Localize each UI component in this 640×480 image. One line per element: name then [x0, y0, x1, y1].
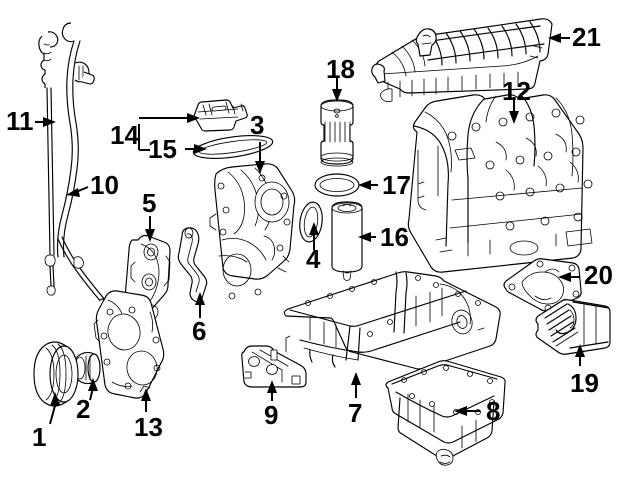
part-dipstick-guide-tube — [56, 22, 113, 316]
part-oil-cooler-gasket — [503, 258, 582, 312]
part-oil-filter-element — [331, 201, 363, 281]
part-cylinder-head-block — [407, 93, 593, 273]
part-oil-pump-pickup-baffle — [241, 345, 307, 388]
part-upper-oil-pan — [283, 271, 501, 370]
callout-label-3: 3 — [250, 110, 265, 140]
part-oil-level-sensor — [193, 99, 248, 132]
part-oil-filter-housing-cap — [320, 99, 354, 167]
callout-label-2: 2 — [76, 394, 91, 424]
callout-label-16: 16 — [380, 222, 409, 252]
callout-label-8: 8 — [486, 396, 501, 426]
part-oil-level-dipstick — [38, 31, 59, 296]
part-lower-oil-pan — [385, 360, 506, 466]
callout-label-18: 18 — [326, 54, 355, 84]
callout-label-15: 15 — [148, 134, 177, 164]
part-engine-oil-cooler — [535, 298, 611, 355]
callout-label-20: 20 — [584, 260, 613, 290]
callout-label-7: 7 — [348, 398, 363, 428]
callout-label-4: 4 — [306, 244, 321, 274]
part-oil-filter-seal-ring — [299, 201, 323, 243]
part-timing-cover — [209, 163, 296, 300]
callout-label-6: 6 — [192, 316, 207, 346]
callout-label-21: 21 — [572, 22, 601, 52]
callout-label-12: 12 — [502, 76, 531, 106]
callout-label-1: 1 — [32, 422, 47, 452]
part-crankshaft-pulley-damper — [33, 341, 79, 407]
callout-label-14: 14 — [110, 120, 139, 150]
callout-label-17: 17 — [382, 170, 411, 200]
part-oil-filter-housing-o-ring — [314, 173, 360, 197]
callout-label-9: 9 — [264, 400, 279, 430]
callout-label-19: 19 — [570, 368, 599, 398]
callout-label-11: 11 — [6, 106, 34, 136]
part-intake-manifold — [371, 18, 553, 103]
part-tensioner-arm-gasket — [177, 227, 208, 303]
callout-leaders — [35, 33, 585, 425]
callout-label-13: 13 — [134, 412, 163, 442]
callout-label-10: 10 — [90, 170, 119, 200]
callout-label-5: 5 — [142, 188, 157, 218]
